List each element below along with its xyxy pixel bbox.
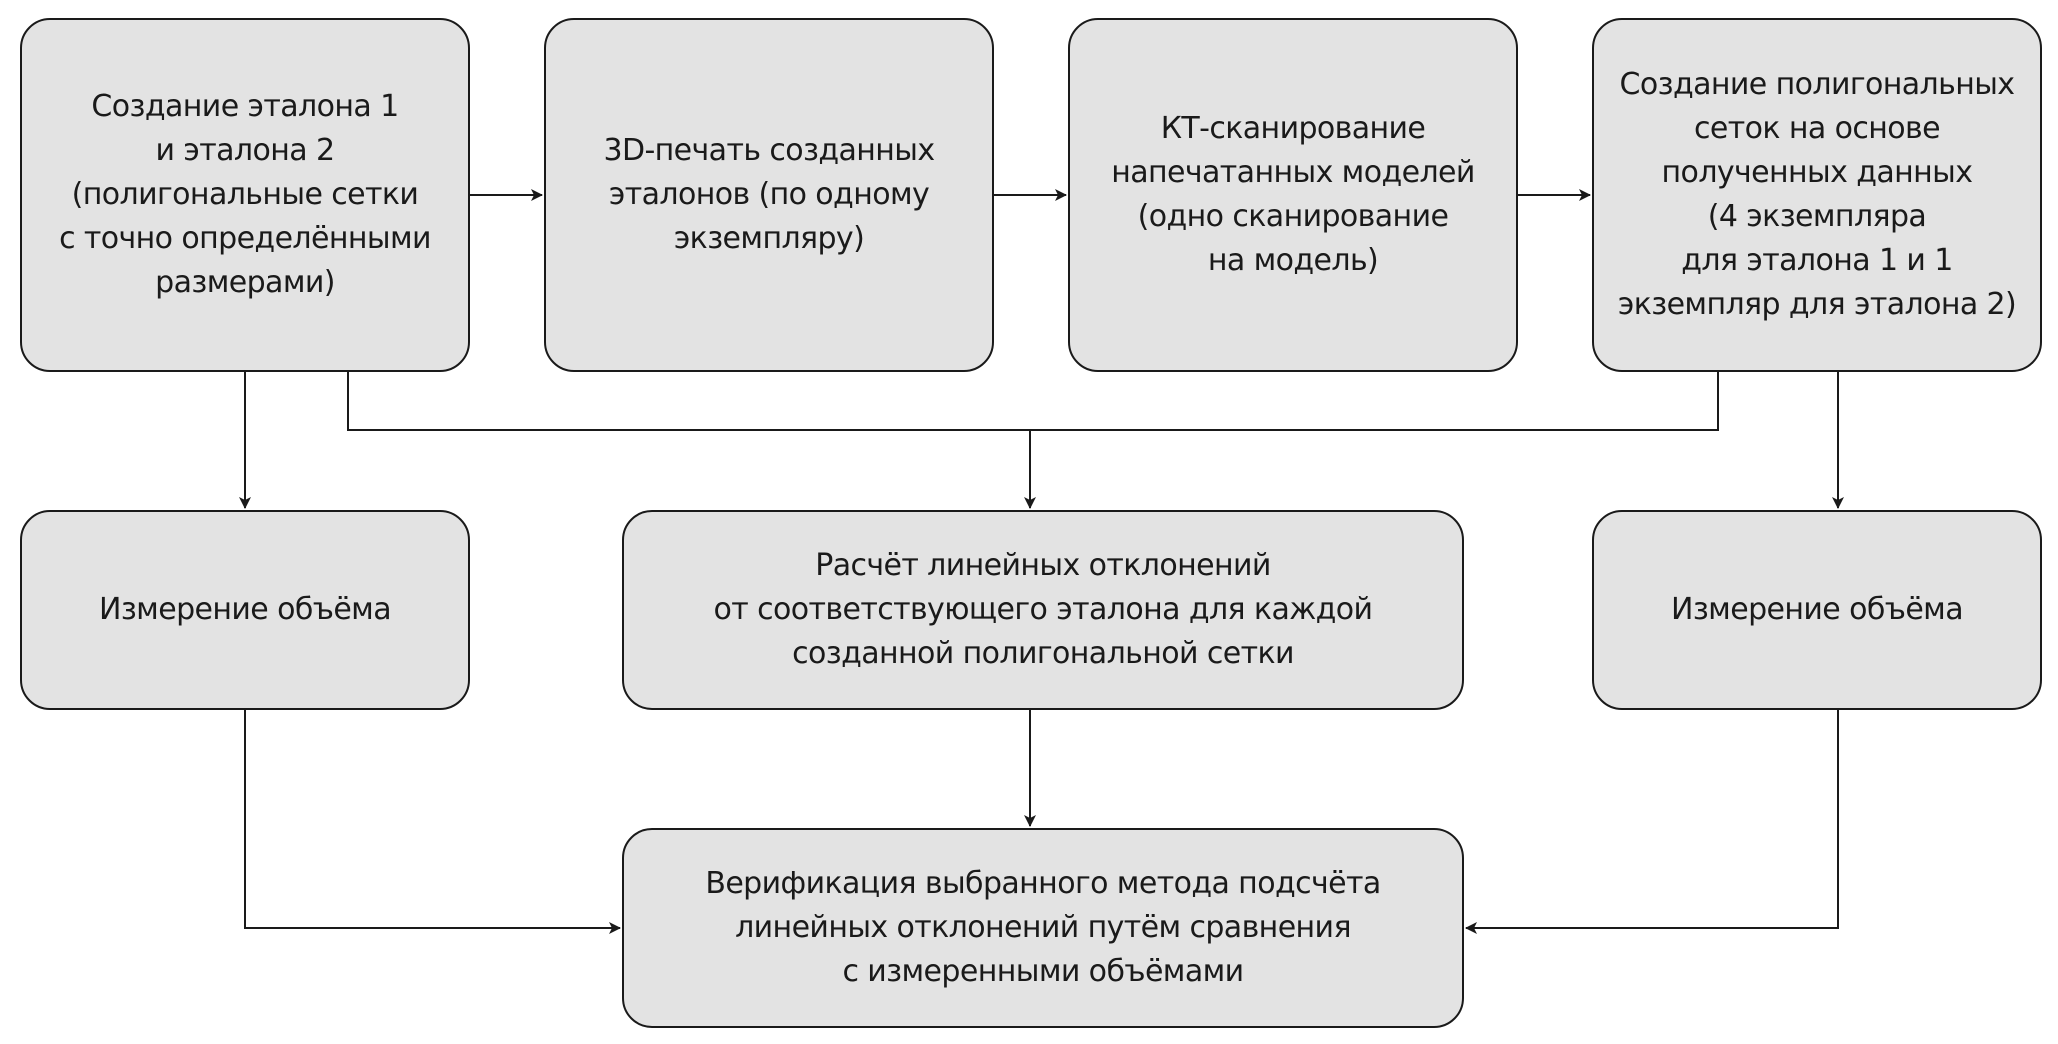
box-create-meshes-text: Создание полигональных сеток на основе п… [1617,67,2017,322]
box-3d-print-text: 3D-печать созданных эталонов (по одному … [603,133,935,256]
box-create-meshes: Создание полигональных сеток на основе п… [1592,18,2042,372]
box-create-references-text: Создание эталона 1 и эталона 2 (полигона… [59,89,431,300]
box-create-references: Создание эталона 1 и эталона 2 (полигона… [20,18,470,372]
box-volume-left-text: Измерение объёма [98,592,392,627]
connector-create-to-merge [347,372,1030,431]
connector-meshes-to-merge [1030,372,1719,431]
box-linear-deviation: Расчёт линейных отклонений от соответств… [622,510,1464,710]
box-volume-right-text: Измерение объёма [1670,592,1964,627]
box-verification: Верификация выбранного метода подсчёта л… [622,828,1464,1028]
box-volume-left: Измерение объёма [20,510,470,710]
box-verification-text: Верификация выбранного метода подсчёта л… [705,866,1381,989]
box-3d-print: 3D-печать созданных эталонов (по одному … [544,18,994,372]
box-volume-right: Измерение объёма [1592,510,2042,710]
box-ct-scan: КТ-сканирование напечатанных моделей (од… [1068,18,1518,372]
arrow-volume-right-to-verification [1465,710,1839,934]
box-ct-scan-text: КТ-сканирование напечатанных моделей (од… [1111,111,1475,278]
box-linear-deviation-text: Расчёт линейных отклонений от соответств… [713,548,1374,671]
arrow-volume-left-to-verification [244,710,621,934]
